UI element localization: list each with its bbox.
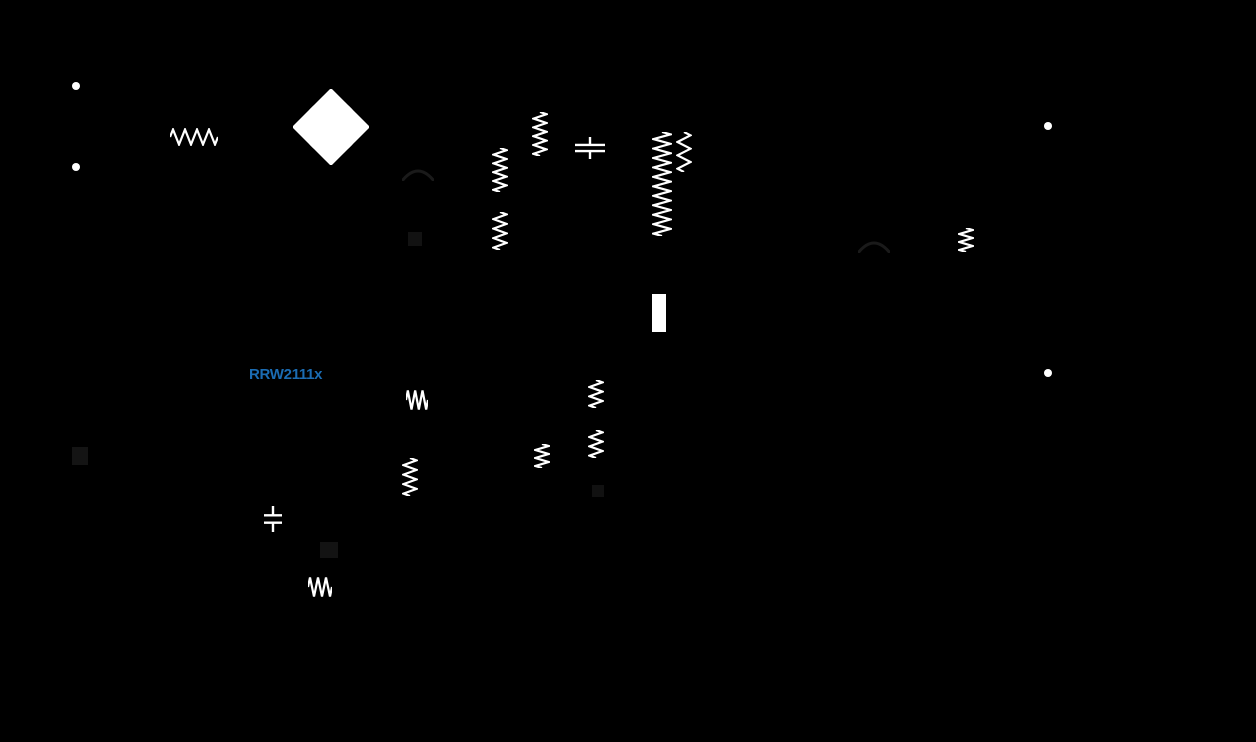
resistor-r5 — [676, 132, 692, 172]
junction-rosette — [293, 89, 369, 165]
resistor-r2 — [492, 212, 508, 250]
ic-block — [652, 294, 666, 332]
node-bottom-right — [1044, 369, 1052, 377]
resistor-r4 — [652, 132, 672, 236]
resistor-r11 — [406, 389, 428, 411]
faint-mark-ground — [408, 232, 422, 246]
faint-mark-mid — [320, 542, 338, 558]
resistor-r6 — [958, 228, 974, 252]
resistor-r7 — [588, 380, 604, 408]
capacitor-c1 — [575, 137, 605, 159]
resistor-r12 — [308, 576, 332, 598]
resistor-r13 — [170, 128, 218, 146]
part-number: RRW2111x — [249, 366, 323, 383]
node-top-right — [1044, 122, 1052, 130]
capacitor-c2 — [264, 506, 282, 532]
arc-crossover-left — [402, 163, 434, 181]
resistor-r9 — [534, 444, 550, 468]
node-mid-left — [72, 163, 80, 171]
resistor-r10 — [402, 458, 418, 496]
resistor-r3 — [532, 112, 548, 156]
resistor-r1 — [492, 148, 508, 192]
arc-crossover-right — [858, 235, 890, 253]
node-top-left — [72, 82, 80, 90]
faint-mark-left — [72, 447, 88, 465]
faint-mark-lower — [592, 485, 604, 497]
resistor-r8 — [588, 430, 604, 458]
